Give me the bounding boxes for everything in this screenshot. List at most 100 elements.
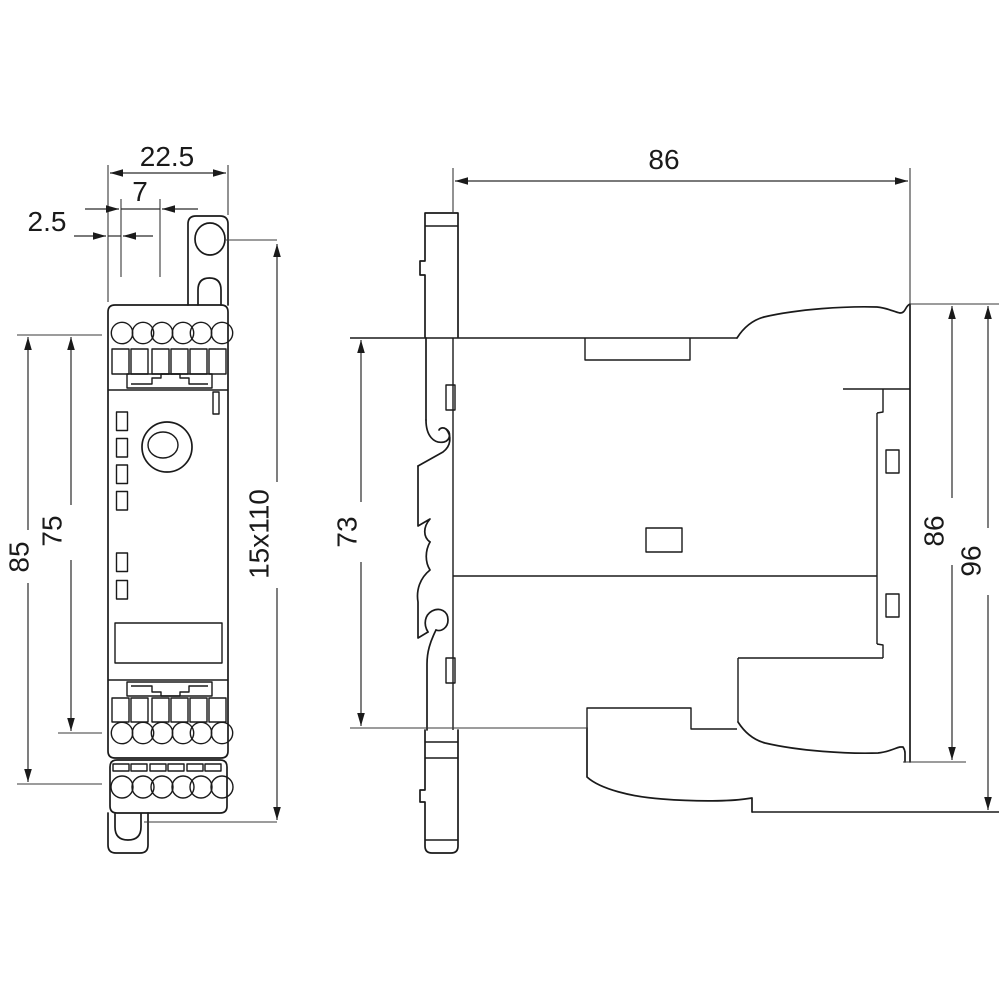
terminal-circle xyxy=(150,775,174,799)
clip-lower-hook xyxy=(424,608,449,633)
terminal-square xyxy=(130,348,149,375)
terminal-circle xyxy=(210,775,234,799)
front-view xyxy=(107,215,234,854)
terminal-circle xyxy=(171,721,195,745)
din-column-slot xyxy=(445,657,456,684)
front-body-outline xyxy=(107,304,229,759)
label-strip xyxy=(126,373,213,389)
terminal-square xyxy=(151,348,170,375)
side-mid-rect xyxy=(645,527,683,553)
terminal-circle xyxy=(210,721,234,745)
terminal-square xyxy=(170,348,189,375)
vent-slot xyxy=(115,490,129,511)
front-bottom-mounting-tab xyxy=(107,812,149,854)
dim-terminal-span-outer: 85 xyxy=(4,337,35,782)
label-strip-step xyxy=(131,373,208,385)
clip-upper-hook xyxy=(425,419,451,444)
front-terminals-top-circles xyxy=(110,321,234,345)
terminal-circle xyxy=(131,775,155,799)
side-top-tab xyxy=(419,212,459,338)
dim-rail-slot-width: 7 xyxy=(85,176,198,213)
terminal-circle xyxy=(210,321,234,345)
front-left-vents-lower xyxy=(115,552,129,600)
nameplate-rect xyxy=(114,622,223,664)
dim-label-overall-width: 22.5 xyxy=(140,141,195,172)
dim-overall-height: 96 xyxy=(956,306,992,810)
side-lower-left-block-bottom xyxy=(586,727,753,813)
side-inner-jog-bottom xyxy=(876,643,884,658)
terminal-square xyxy=(208,697,227,723)
dim-label-front-face-height: 86 xyxy=(919,515,950,546)
dimensions: 22.5 7 2.5 85 75 xyxy=(4,141,999,823)
led-slot xyxy=(212,391,220,415)
side-top-step-recess xyxy=(584,338,691,361)
dim-label-rail-section-height: 73 xyxy=(332,516,363,547)
side-inner-jog-top xyxy=(876,389,884,414)
dim-label-fixing-slots: 15x110 xyxy=(244,489,275,579)
din-column-slot xyxy=(445,384,456,411)
side-lower-terminal-hump xyxy=(737,721,906,763)
label-strip-step xyxy=(131,685,208,697)
terminal-circle xyxy=(131,321,155,345)
terminal-side-slot xyxy=(885,593,900,618)
top-fixing-hole xyxy=(194,222,226,256)
label-strip xyxy=(126,681,213,697)
dim-label-depth: 86 xyxy=(648,144,679,175)
front-terminals-top-squares xyxy=(111,348,227,375)
terminal-circle xyxy=(150,721,174,745)
terminal-circle xyxy=(110,321,134,345)
dim-label-terminal-span-inner: 75 xyxy=(37,515,68,546)
vent-slot xyxy=(115,579,129,600)
vent-slot xyxy=(115,464,129,485)
terminal-circle xyxy=(131,721,155,745)
dim-front-face-height: 86 xyxy=(919,306,956,760)
terminal-square xyxy=(111,348,130,375)
aux-slot xyxy=(112,763,130,772)
adjustment-knob-inner xyxy=(147,431,179,459)
side-lower-left-block-top xyxy=(586,707,737,730)
terminal-circle xyxy=(110,775,134,799)
extension-lines xyxy=(17,165,999,823)
dim-label-rail-slot-width: 7 xyxy=(132,176,148,207)
terminal-square xyxy=(208,348,227,375)
dim-rail-section-height: 73 xyxy=(332,340,365,726)
front-lower-section xyxy=(109,759,228,814)
vent-slot xyxy=(115,552,129,573)
dim-depth: 86 xyxy=(455,144,908,185)
vent-slot xyxy=(115,437,129,458)
front-label-clip-top xyxy=(126,373,213,389)
front-left-vents-upper xyxy=(115,411,129,511)
terminal-circle xyxy=(150,321,174,345)
front-terminals-bottom-squares xyxy=(111,697,227,723)
front-terminals-bottom-circles xyxy=(110,721,234,745)
dim-label-terminal-span-outer: 85 xyxy=(4,541,35,572)
bottom-fixing-hole xyxy=(114,813,142,841)
front-label-clip-bottom xyxy=(126,681,213,697)
top-fixing-slot xyxy=(197,277,222,306)
dim-terminal-span-inner: 75 xyxy=(37,337,75,731)
terminal-square xyxy=(189,348,208,375)
terminal-square xyxy=(111,697,130,723)
dim-label-overall-height: 96 xyxy=(956,545,987,576)
terminal-square xyxy=(130,697,149,723)
aux-slot xyxy=(149,763,167,772)
vent-slot xyxy=(115,411,129,432)
clip-tail xyxy=(426,629,437,731)
aux-slot xyxy=(204,763,222,772)
side-upper-terminal-hump xyxy=(736,303,911,339)
dim-fixing-slots: 15x110 xyxy=(244,244,281,820)
adjustment-knob-outer xyxy=(141,421,193,473)
dim-edge-offset: 2.5 xyxy=(28,206,153,240)
dim-overall-width: 22.5 xyxy=(110,141,226,177)
terminal-square xyxy=(189,697,208,723)
terminal-square xyxy=(151,697,170,723)
front-top-mounting-tab xyxy=(187,215,229,306)
dim-label-edge-offset: 2.5 xyxy=(28,206,67,237)
front-lower-slots xyxy=(112,763,222,772)
aux-slot xyxy=(167,763,185,772)
aux-slot xyxy=(130,763,148,772)
front-lower-circles xyxy=(110,775,234,799)
din-rail-clip xyxy=(416,337,451,731)
